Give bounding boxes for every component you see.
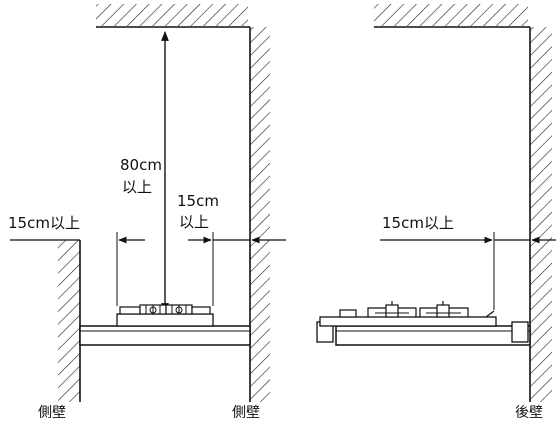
rear-clearance-label: 15cm以上 — [382, 214, 454, 232]
right-diagram: 15cm以上 後壁 — [316, 4, 556, 421]
left-right-wall-hatch — [250, 27, 270, 402]
top-clearance-label-1: 80cm — [120, 156, 162, 174]
left-left-wall-hatch — [58, 240, 80, 402]
left-stove — [116, 304, 214, 327]
top-clearance-label-2: 以上 — [122, 178, 152, 196]
right-wall-label: 側壁 — [232, 405, 260, 421]
right-countertop — [335, 325, 531, 346]
right-clearance-label-2: 以上 — [179, 213, 209, 231]
rear-wall-label: 後壁 — [515, 405, 543, 421]
right-ceiling-hatch — [374, 4, 528, 26]
left-diagram: 80cm 以上 15cm 以上 15cm以上 側壁 側壁 — [8, 4, 286, 421]
right-stove — [319, 301, 497, 327]
left-countertop — [79, 325, 251, 346]
left-ceiling-hatch — [96, 4, 248, 26]
rear-wall-hatch — [530, 27, 552, 402]
left-wall-label: 側壁 — [38, 405, 66, 421]
left-clearance-label: 15cm以上 — [8, 214, 80, 232]
right-clearance-label-1: 15cm — [177, 192, 219, 210]
